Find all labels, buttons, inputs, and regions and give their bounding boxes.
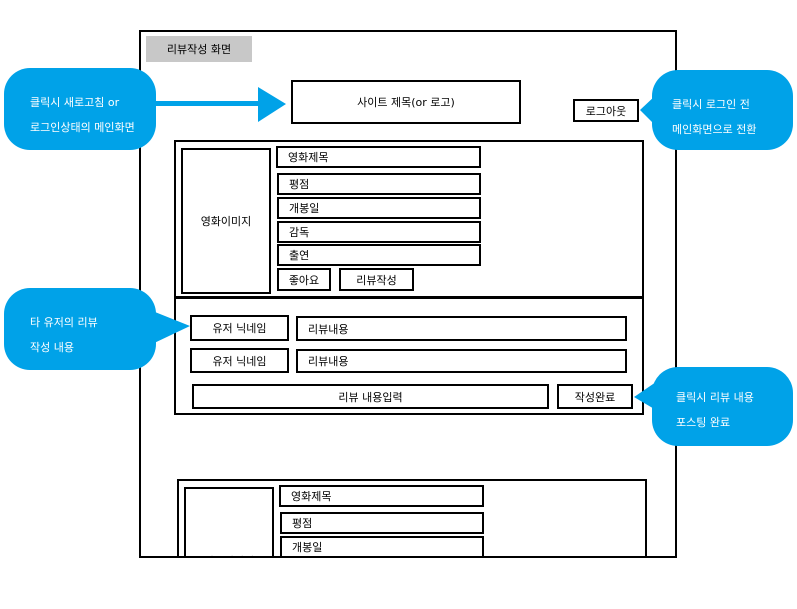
arrow-line <box>150 101 262 106</box>
annotation-line: 클릭시 리뷰 내용 <box>676 391 754 404</box>
logout-button[interactable]: 로그아웃 <box>573 99 639 122</box>
annotation-submit: 클릭시 리뷰 내용 포스팅 완료 <box>652 367 793 446</box>
movie-release-date: 개봉일 <box>280 536 484 556</box>
annotation-line: 포스팅 완료 <box>676 416 731 429</box>
review-nickname: 유저 닉네임 <box>190 348 289 373</box>
annotation-line: 로그인상태의 메인화면 <box>30 121 135 134</box>
movie-info-panel: 영화이미지 영화제목 평점 개봉일 감독 출연 좋아요 리뷰작성 <box>174 140 644 298</box>
callout-pointer <box>634 382 656 410</box>
screen-frame: 리뷰작성 화면 사이트 제목(or 로고) 로그아웃 영화이미지 영화제목 평점… <box>139 30 677 558</box>
movie-title: 영화제목 <box>276 146 481 168</box>
callout-pointer <box>150 310 190 345</box>
movie-director: 감독 <box>277 221 481 243</box>
annotation-logout: 클릭시 로그인 전 메인화면으로 전환 <box>652 70 793 150</box>
annotation-reviews: 타 유저의 리뷰 작성 내용 <box>4 288 156 370</box>
movie-cast: 출연 <box>277 244 481 266</box>
arrow-head-icon <box>258 87 286 122</box>
submit-review-button[interactable]: 작성완료 <box>557 384 633 409</box>
screen-tab: 리뷰작성 화면 <box>146 36 252 62</box>
annotation-line: 메인화면으로 전환 <box>672 123 757 136</box>
review-content: 리뷰내용 <box>296 316 627 341</box>
movie-image: 영화이미지 <box>184 487 274 556</box>
movie-rating: 평점 <box>280 512 484 534</box>
review-content: 리뷰내용 <box>296 349 627 373</box>
movie-title: 영화제목 <box>279 485 484 507</box>
annotation-line: 타 유저의 리뷰 <box>30 316 98 329</box>
annotation-logo: 클릭시 새로고침 or 로그인상태의 메인화면 <box>4 68 156 150</box>
annotation-line: 작성 내용 <box>30 341 74 354</box>
movie-info-panel-2: 영화이미지 영화제목 평점 개봉일 <box>177 479 647 556</box>
movie-rating: 평점 <box>277 173 481 195</box>
annotation-line: 클릭시 로그인 전 <box>672 98 750 111</box>
movie-release-date: 개봉일 <box>277 197 481 219</box>
site-title-logo[interactable]: 사이트 제목(or 로고) <box>291 80 521 124</box>
review-panel: 유저 닉네임 리뷰내용 유저 닉네임 리뷰내용 리뷰 내용입력 작성완료 <box>174 297 644 415</box>
annotation-line: 클릭시 새로고침 or <box>30 96 120 109</box>
review-nickname: 유저 닉네임 <box>190 315 289 341</box>
movie-image: 영화이미지 <box>181 148 271 294</box>
like-button[interactable]: 좋아요 <box>277 268 331 291</box>
write-review-button[interactable]: 리뷰작성 <box>339 268 414 291</box>
review-input[interactable]: 리뷰 내용입력 <box>192 384 549 409</box>
